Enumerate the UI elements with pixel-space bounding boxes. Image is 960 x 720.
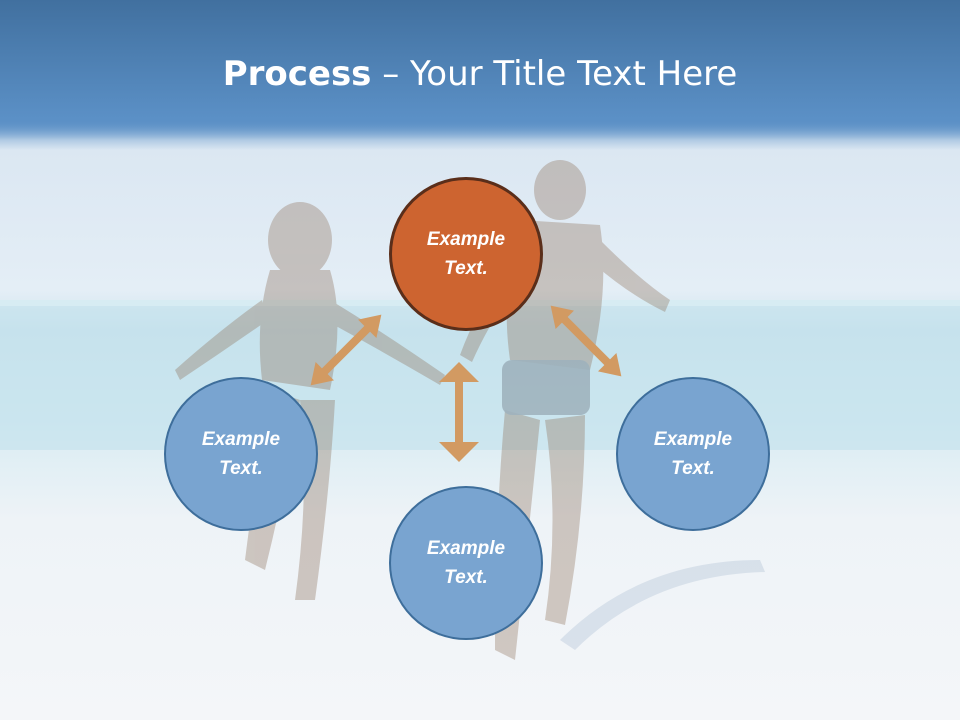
node-top-line1: Example xyxy=(426,229,506,250)
node-bottom-line1: Example xyxy=(426,538,506,559)
arrow-top-right xyxy=(550,305,622,377)
title-bold: Process xyxy=(222,54,372,94)
connector-arrows xyxy=(310,305,622,462)
node-top: Example Text. xyxy=(389,177,543,331)
page-title: Process – Your Title Text Here xyxy=(0,54,960,94)
node-left-line1: Example xyxy=(201,429,281,450)
node-left-line2: Text. xyxy=(219,458,263,479)
node-bottom-line2: Text. xyxy=(444,567,488,588)
title-band xyxy=(0,0,960,140)
node-bottom: Example Text. xyxy=(389,486,543,640)
node-left: Example Text. xyxy=(164,377,318,531)
title-rest: – Your Title Text Here xyxy=(371,54,738,94)
node-right-line1: Example xyxy=(653,429,733,450)
arrow-top-left xyxy=(310,314,382,386)
node-right: Example Text. xyxy=(616,377,770,531)
arrow-vertical xyxy=(439,362,479,462)
node-right-line2: Text. xyxy=(671,458,715,479)
node-top-line2: Text. xyxy=(444,258,488,279)
